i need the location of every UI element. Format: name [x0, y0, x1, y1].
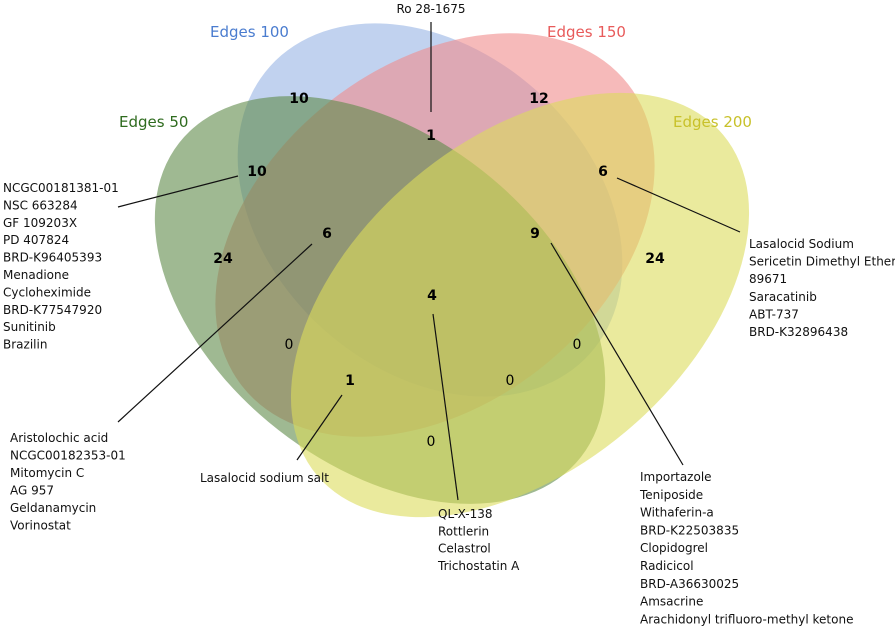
leader-line-right-lower [550, 242, 684, 466]
compound-label: BRD-K77547920 [3, 303, 102, 317]
compound-label: Rottlerin [438, 524, 489, 538]
leader-line-left-upper [117, 175, 239, 208]
compound-label: Lasalocid sodium salt [200, 471, 329, 485]
set-label-edges-100: Edges 100 [210, 23, 289, 41]
compound-label: Radicicol [640, 559, 694, 573]
count-only-edges-150: 12 [529, 91, 548, 107]
compound-label: Amsacrine [640, 595, 703, 609]
compound-label: Saracatinib [749, 290, 817, 304]
count-only-edges-100: 10 [289, 91, 309, 107]
callout-right-lower: ImportazoleTeniposideWithaferin-aBRD-K22… [639, 470, 853, 626]
compound-label: 89671 [749, 272, 787, 286]
leader-line-center-bottom [432, 313, 459, 501]
compound-label: Geldanamycin [10, 501, 96, 515]
compound-label: Clopidogrel [640, 541, 708, 555]
compound-label: NCGC00181381-01 [3, 181, 119, 195]
set-ellipse-edges-200 [290, 92, 750, 518]
callout-left-lower: Aristolochic acidNCGC00182353-01Mitomyci… [10, 431, 126, 533]
count-edges-50-100: 10 [247, 164, 267, 180]
compound-label: Cycloheximide [3, 285, 91, 299]
count-only-edges-200: 24 [645, 251, 665, 267]
compound-label: NSC 663284 [3, 198, 78, 212]
count-edges-50-200: 0 [427, 434, 436, 450]
compound-label: Aristolochic acid [10, 431, 108, 445]
leader-line-center-lower [296, 394, 343, 461]
compound-label: Brazilin [3, 338, 47, 352]
count-edges-50-150-200: 1 [345, 373, 355, 389]
set-label-edges-200: Edges 200 [673, 113, 752, 131]
set-label-edges-50: Edges 50 [119, 113, 188, 131]
compound-label: Arachidonyl trifluoro-methyl ketone [640, 612, 853, 626]
callout-center-lower: Lasalocid sodium salt [200, 471, 329, 485]
count-edges-100-150: 1 [426, 128, 436, 144]
compound-label: Mitomycin C [10, 466, 84, 480]
compound-label: NCGC00182353-01 [10, 449, 126, 463]
count-edges-50-100-150: 6 [322, 226, 332, 242]
count-edges-50-100-200: 0 [506, 373, 515, 389]
count-only-edges-50: 24 [213, 251, 233, 267]
compound-label: PD 407824 [3, 233, 69, 247]
compound-label: Vorinostat [10, 519, 71, 533]
compound-label: BRD-K96405393 [3, 251, 102, 265]
compound-label: BRD-K22503835 [640, 523, 739, 537]
compound-label: GF 109203X [3, 216, 77, 230]
compound-label: Celastrol [438, 542, 491, 556]
compound-label: Menadione [3, 268, 69, 282]
count-edges-50-150: 0 [285, 337, 294, 353]
count-edges-100-150-200: 9 [530, 226, 540, 242]
compound-label: Lasalocid Sodium [749, 237, 854, 251]
callout-top: Ro 28-1675 [396, 2, 465, 16]
compound-label: Sunitinib [3, 320, 56, 334]
compound-label: BRD-K32896438 [749, 325, 848, 339]
compound-label: Trichostatin A [437, 559, 520, 573]
compound-label: ABT-737 [749, 307, 799, 321]
compound-label: Ro 28-1675 [396, 2, 465, 16]
count-edges-150-200: 6 [598, 164, 608, 180]
compound-label: QL-X-138 [438, 507, 493, 521]
leader-line-left-lower [117, 243, 313, 423]
compound-label: Importazole [640, 470, 712, 484]
compound-label: Withaferin-a [640, 506, 714, 520]
count-all-four: 4 [427, 288, 437, 304]
compound-label: BRD-A36630025 [640, 577, 739, 591]
leader-line-right-upper [616, 177, 741, 233]
compound-label: Teniposide [639, 488, 703, 502]
compound-label: AG 957 [10, 484, 54, 498]
compound-label: Sericetin Dimethyl Ether [749, 255, 895, 269]
set-label-edges-150: Edges 150 [547, 23, 626, 41]
count-edges-100-200: 0 [573, 337, 582, 353]
